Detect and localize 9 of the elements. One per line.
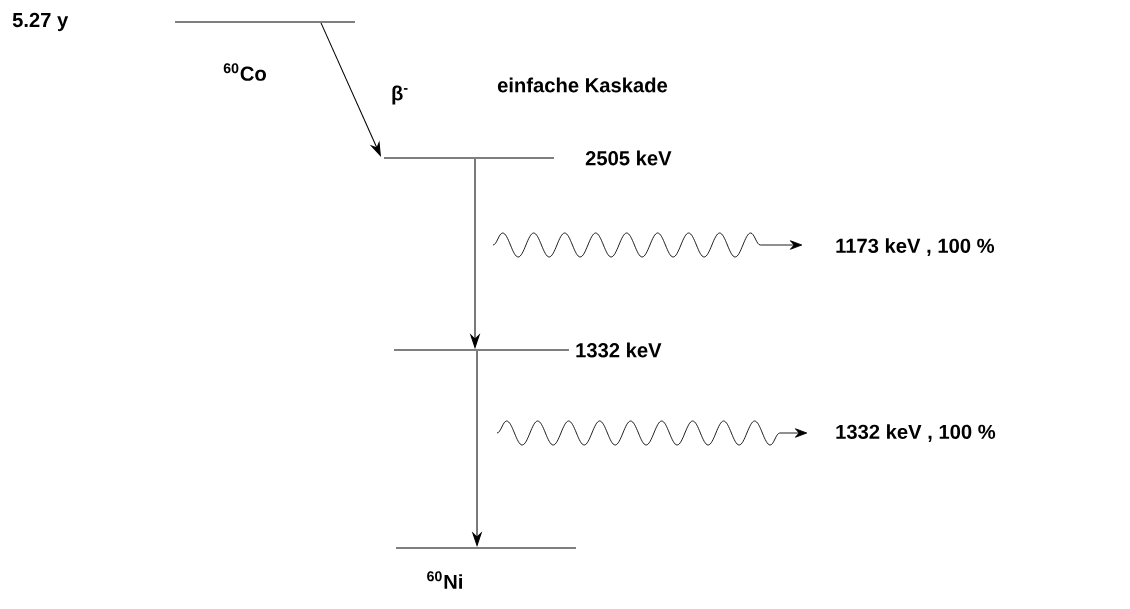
level-label: $^{60}$Ni bbox=[427, 571, 462, 589]
edge-label: β$^{-}$ bbox=[389, 83, 411, 107]
level-label: $^{60}$Co bbox=[223, 63, 266, 81]
level-label: 1332 keV bbox=[576, 342, 662, 358]
level-label: 2505 keV bbox=[585, 150, 672, 166]
energy-label: einfache Kaskade bbox=[497, 77, 668, 93]
energy-label: 5.27 y bbox=[12, 12, 69, 32]
energy-label: 1173 keV , 100 % bbox=[836, 238, 995, 256]
energy-label: 1332 keV , 100 % bbox=[836, 424, 996, 442]
